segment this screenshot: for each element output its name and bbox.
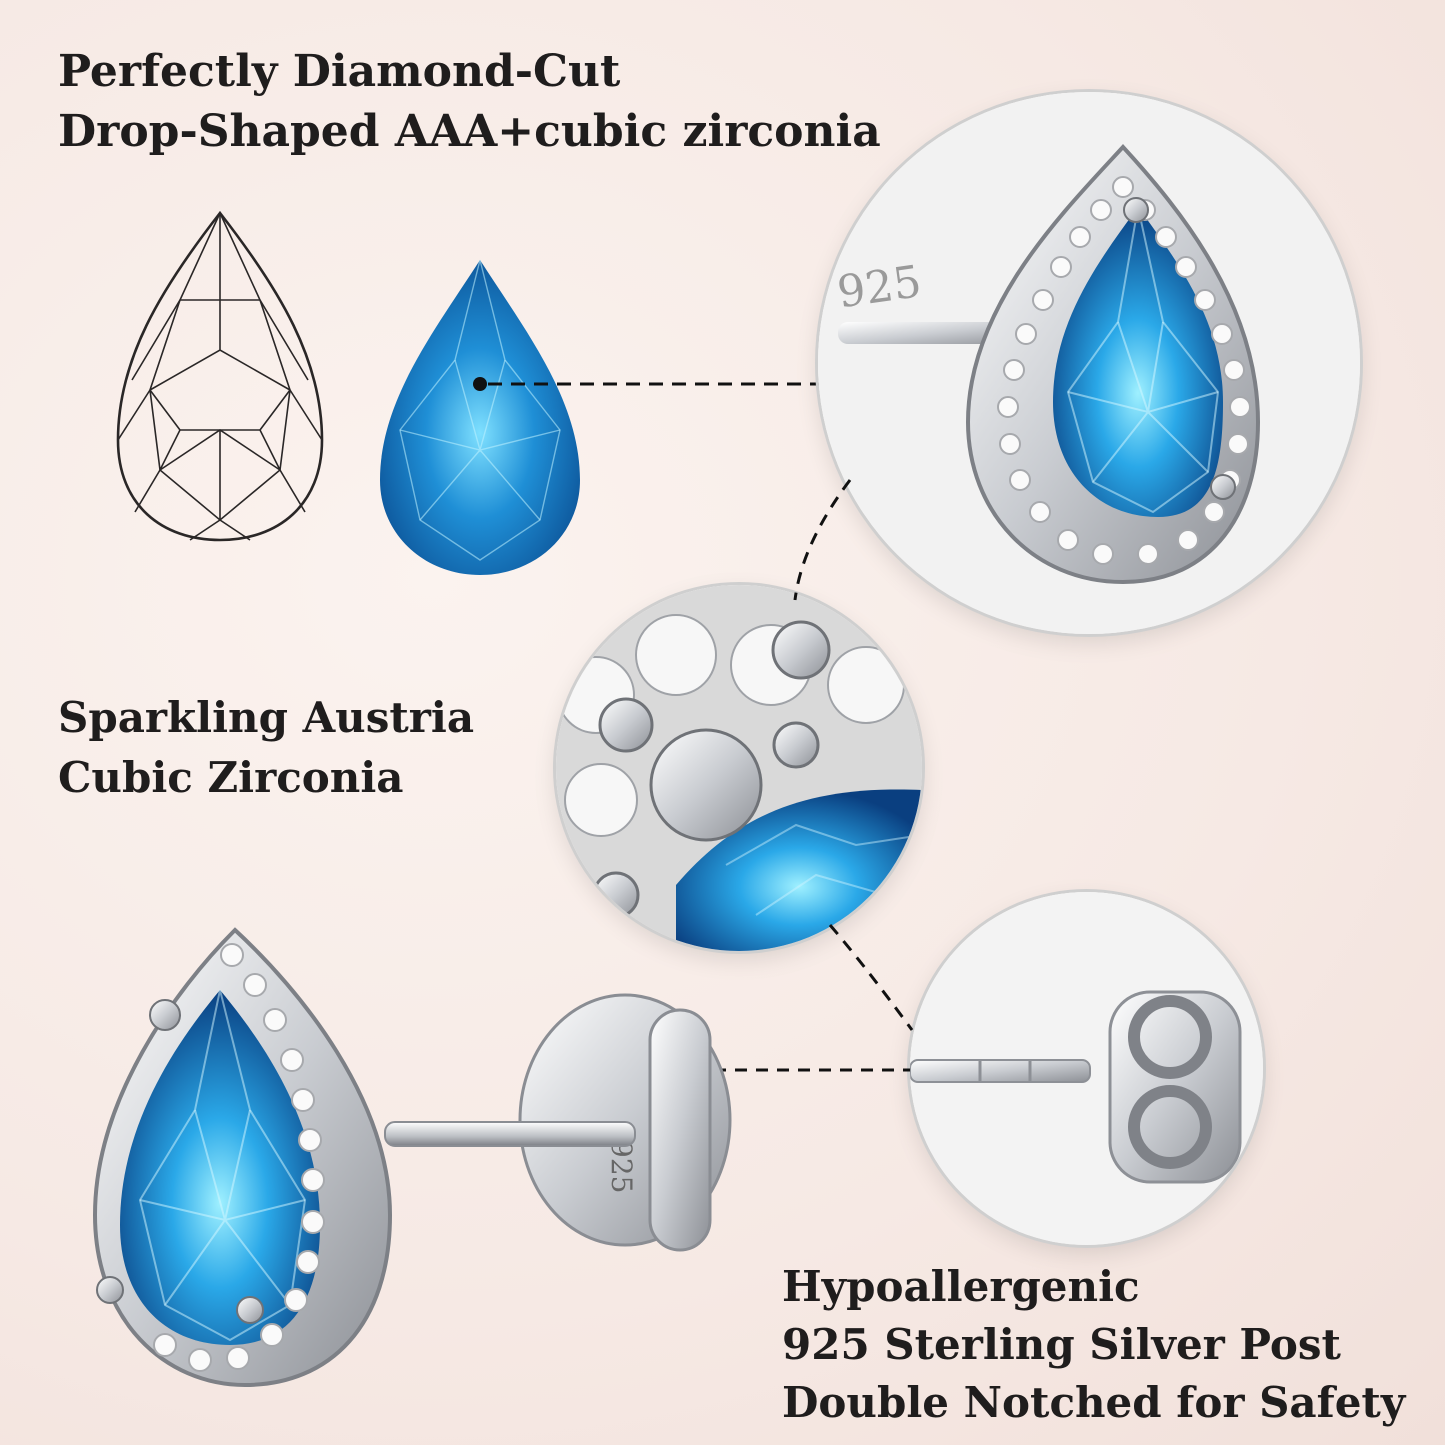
headline-silver-line3: Double Notched for Safety (782, 1378, 1406, 1427)
stud-closeup-icon: 925 (818, 92, 1360, 634)
halo-closeup-circle (556, 585, 922, 951)
butterfly-back-icon (910, 892, 1263, 1245)
post-stamp-text: 925 (605, 1140, 638, 1193)
headline-sparkling-line2: Cubic Zirconia (58, 753, 404, 802)
headline-silver-line2: 925 Sterling Silver Post (782, 1320, 1341, 1369)
headline-diamond-cut-line2: Drop-Shaped AAA+cubic zirconia (58, 106, 881, 157)
stud-closeup-circle: 925 (818, 92, 1360, 634)
headline-sparkling-line1: Sparkling Austria (58, 693, 475, 742)
halo-closeup-icon (556, 585, 922, 951)
headline-diamond-cut-line1: Perfectly Diamond-Cut (58, 46, 621, 97)
butterfly-back-circle (910, 892, 1263, 1245)
headline-sparkling: Sparkling Austria Cubic Zirconia (58, 688, 474, 808)
headline-sterling-silver: Hypoallergenic 925 Sterling Silver Post … (782, 1258, 1405, 1432)
headline-silver-line1: Hypoallergenic (782, 1262, 1140, 1311)
headline-diamond-cut: Perfectly Diamond-Cut Drop-Shaped AAA+cu… (58, 42, 881, 162)
stamp-text: 925 (834, 256, 924, 318)
